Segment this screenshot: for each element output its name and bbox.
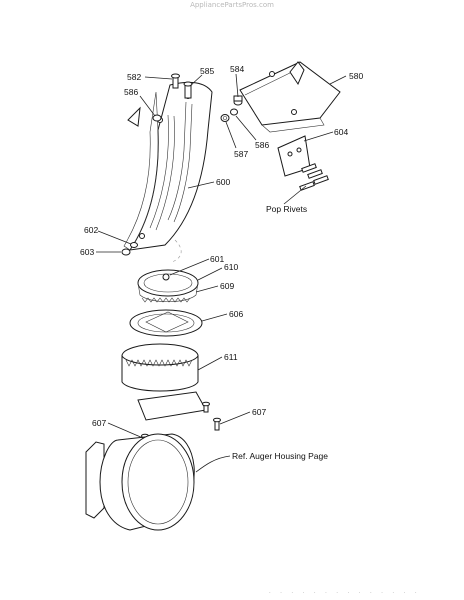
part-601-bolt[interactable] xyxy=(162,273,170,281)
label-587: 587 xyxy=(234,149,248,159)
part-585-knob[interactable] xyxy=(183,81,193,99)
part-580-top-bracket[interactable] xyxy=(239,61,341,133)
part-602-bolt[interactable] xyxy=(130,242,138,248)
label-610: 610 xyxy=(224,262,238,272)
label-ref-auger-housing: Ref. Auger Housing Page xyxy=(232,451,328,461)
auger-housing[interactable] xyxy=(85,433,195,531)
label-607-right: 607 xyxy=(252,407,266,417)
part-587-nut[interactable] xyxy=(220,114,230,122)
label-585: 585 xyxy=(200,66,214,76)
footer-dots: . . . . . . . . . . . . . . xyxy=(268,588,420,595)
label-580: 580 xyxy=(349,71,363,81)
part-584-screw[interactable] xyxy=(233,95,243,106)
part-586-washer-right[interactable] xyxy=(230,108,238,116)
part-607-screws-right[interactable] xyxy=(202,401,221,431)
label-602: 602 xyxy=(84,225,98,235)
part-604-plate[interactable] xyxy=(277,135,311,177)
label-609: 609 xyxy=(220,281,234,291)
leader-lines xyxy=(96,73,347,473)
part-586-washer-left[interactable] xyxy=(152,114,162,122)
pop-rivets[interactable] xyxy=(299,163,329,191)
label-584: 584 xyxy=(230,64,244,74)
part-611-collar[interactable] xyxy=(121,343,199,392)
label-603: 603 xyxy=(80,247,94,257)
label-606: 606 xyxy=(229,309,243,319)
label-607-left: 607 xyxy=(92,418,106,428)
part-610-ring[interactable] xyxy=(137,269,199,303)
label-586-left: 586 xyxy=(124,87,138,97)
label-600: 600 xyxy=(216,177,230,187)
label-601: 601 xyxy=(210,254,224,264)
watermark: AppliancePartsPros.com xyxy=(190,1,274,9)
label-582: 582 xyxy=(127,72,141,82)
part-606-plate[interactable] xyxy=(129,309,203,337)
part-609-teeth[interactable] xyxy=(141,297,191,303)
part-603-nut[interactable] xyxy=(121,248,131,256)
label-604: 604 xyxy=(334,127,348,137)
label-pop-rivets: Pop Rivets xyxy=(266,204,307,214)
label-586-right: 586 xyxy=(255,140,269,150)
part-600-chute-plate[interactable] xyxy=(123,81,213,251)
label-611: 611 xyxy=(224,352,238,362)
part-582-bolt[interactable] xyxy=(171,73,180,89)
chute-base-plate[interactable] xyxy=(137,391,207,421)
